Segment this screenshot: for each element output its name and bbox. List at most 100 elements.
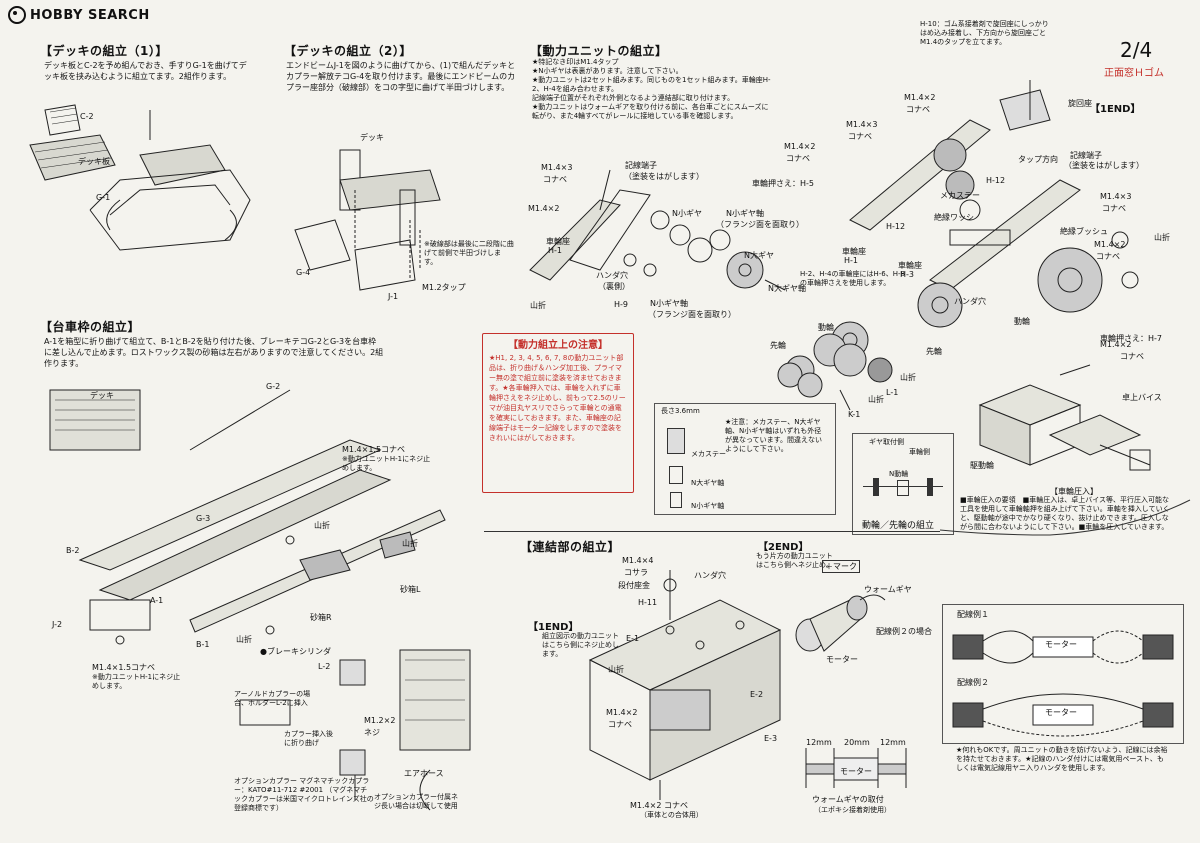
coupler-label-m12x2: M1.2×2: [364, 716, 396, 725]
bogie-label-g2: G-2: [266, 382, 281, 391]
link-end1-note: 組立図示の動力ユニットはこちら側にネジ止めします。: [542, 632, 619, 658]
power-note-4: 記線端子位置がそれぞれ外側となるよう連結部に取り付けます。: [532, 94, 735, 102]
coupler-diagram: [239, 649, 471, 811]
wiring-box: 配線例１ 配線例２ モーター モーター: [942, 604, 1184, 744]
link-label-end2: 【2END】: [758, 542, 809, 553]
deck1-title: 【デッキの組立（1）】: [40, 44, 168, 58]
wheelset-box: ギヤ取付側 車輪側 N動輪: [852, 433, 954, 535]
divider-curve: [939, 499, 1191, 536]
deck1-body: デッキ板とC-2を予め組んでおき、手すりG-1を曲げてデッキ板を挟み込むように組…: [44, 61, 247, 81]
power-label-nojiku: N大ギヤ軸: [768, 284, 806, 293]
power-label-h12b: H-12: [886, 222, 906, 231]
power-label-ura: （裏側）: [598, 282, 630, 291]
collar-note: ★注意：メカステー、N大ギヤ軸、N小ギヤ軸はいずれも外径が異なっています。間違え…: [725, 418, 822, 453]
power-label-mekastay: メカステー: [940, 191, 980, 200]
page-subtitle: 正面窓Ｈゴム: [1104, 68, 1164, 79]
link-label-dantsuki: 段付座金: [618, 581, 650, 590]
link-label-motor: モーター: [826, 655, 858, 664]
coupler-arnold: アーノルドカプラーの場合、ホルダーL-2に挿入: [234, 690, 311, 707]
bogie-title: 【台車枠の組立】: [40, 320, 141, 334]
deck2-label-deck: デッキ: [360, 133, 384, 142]
power-label-yamaori: 山折: [530, 301, 546, 310]
power-label-m14x2-r2: M1.4×2: [784, 142, 816, 151]
wheelset-gear: ギヤ取付側: [869, 438, 904, 446]
power-label-konabe-r2: コナベ: [906, 105, 930, 114]
power-h24-note: H-2、H-4の車輪座にはH-6、H-8の車輪押さえを使用します。: [800, 270, 905, 287]
logo-mark-icon: [8, 6, 26, 24]
link-label-e3: E-3: [764, 734, 778, 743]
deck2-label-g4: G-4: [296, 268, 311, 277]
power-note-1: ★特記なき印はM1.4タップ: [532, 58, 619, 66]
power-label-yamaori-w: 山折: [900, 373, 916, 382]
link-label-kosara: コサラ: [624, 568, 648, 577]
worm-dim-2: 20mm: [844, 738, 870, 747]
power-label-h12: H-12: [986, 176, 1006, 185]
power-label-konabe-r3: コナベ: [786, 154, 810, 163]
bogie-label-a1: A-1: [150, 596, 164, 605]
power-label-end1: 【1END】: [1090, 104, 1141, 115]
power-label-kisen-sub: （塗装をはがします）: [624, 172, 704, 181]
coupler-option: オプションカプラー マグネマチックカプラー：KATO#11-712 #2001 …: [234, 777, 374, 812]
link-motor-diagram: [795, 594, 886, 652]
deck2-title: 【デッキの組立（2）】: [284, 44, 412, 58]
collar-nshogiya-shape: [670, 492, 682, 508]
link-end2-note: もう片方の動力ユニットはこちら側へネジ止め。: [756, 552, 833, 569]
wheelset-caption: 動輪／先輪の組立: [862, 521, 935, 531]
power-label-k1: K-1: [848, 410, 861, 419]
power-label-m14x2-r3: M1.4×2: [1094, 240, 1126, 249]
collar-label-nshogiya: N小ギヤ軸: [691, 502, 725, 510]
power-label-tapdir: タップ方向: [1018, 155, 1058, 164]
deck2-label-tap: M1.2タップ: [422, 283, 466, 292]
link-label-m14x2: M1.4×2: [606, 708, 638, 717]
link-m14x2b-note: （車体との合体用）: [640, 811, 703, 819]
vise-diagram: [978, 364, 1151, 471]
link-label-end1: 【1END】: [528, 622, 579, 633]
power-gomu-note: H-10：ゴム系接着剤で旋回座にしっかりはめ込み接着し、下方向から旋回座ごとM1…: [920, 20, 1049, 46]
press-note: ■車輪圧入の要領 ■車輪圧入は、卓上バイス等、平行圧入可能な工具を使用して車輪軸…: [960, 496, 1170, 531]
worm-dim-3: 12mm: [880, 738, 906, 747]
power-label-sharinza: 車輪座: [546, 237, 570, 246]
wiring-motor-1: モーター: [1045, 640, 1077, 649]
bogie-label-b2: B-2: [66, 546, 80, 555]
power-label-handa: ハンダ穴: [596, 271, 628, 280]
bogie-label-j2: J-2: [52, 620, 63, 629]
bogie-label-m14x15: M1.4×1.5コナベ: [342, 445, 406, 454]
power-label-senkaiza: 旋回座: [1068, 99, 1092, 108]
power-label-konabe-r5: コナベ: [1096, 252, 1120, 261]
caution-body: ★H1, 2, 3, 4, 5, 6, 7, 8の動力ユニット部品は、折り曲げ＆…: [489, 354, 626, 442]
power-title: 【動力ユニットの組立】: [530, 44, 668, 58]
deck2-diagram: [294, 149, 441, 291]
wheelset-gear-shape: [897, 480, 909, 496]
worm-caption: ウォームギヤの取付: [812, 795, 884, 804]
power-label-sharinza-r: 車輪座: [842, 247, 866, 256]
power-label-handa-r: ハンダ穴: [954, 297, 986, 306]
power-label-kisen: 記線端子: [625, 161, 657, 170]
power-label-nshojiku: N小ギヤ軸: [726, 209, 764, 218]
link-diagram: [588, 570, 782, 800]
collar-box: 長さ3.6mm ★注意：メカステー、N大ギヤ軸、N小ギヤ軸はいずれも外径が異なっ…: [654, 403, 836, 515]
deck1-diagram: [29, 104, 251, 251]
coupler-label-air: エアホース: [404, 769, 444, 778]
link-label-yamaori: 山折: [608, 665, 624, 674]
link-label-e1: E-1: [626, 634, 640, 643]
deck1-label-g1: G-1: [96, 193, 111, 202]
power-label-h1: H-1: [548, 246, 562, 255]
power-label-m14x2-r: M1.4×2: [904, 93, 936, 102]
section-divider: [484, 531, 940, 532]
worm-dim-1: 12mm: [806, 738, 832, 747]
bogie-m14x15-note: ※動力ユニットH-1にネジ止めします。: [342, 455, 431, 472]
power-label-h5: 車輪押さえ：H-5: [752, 179, 814, 188]
power-label-kisen-sub-r: （塗装をはがします）: [1064, 161, 1144, 170]
caution-box: 【動力組立上の注意】 ★H1, 2, 3, 4, 5, 6, 7, 8の動力ユニ…: [482, 333, 634, 493]
link-label-wiring2: 配線例２の場合: [876, 627, 932, 636]
bogie-label-sunabako-r: 砂箱R: [310, 613, 332, 622]
power-label-konabe-r6: コナベ: [1120, 352, 1144, 361]
power-notes: ★特記なき印はM1.4タップ ★N小ギヤは表裏があります。注意して下さい。 ★動…: [532, 58, 772, 121]
power-label-dorin: 動輪: [818, 323, 834, 332]
wheelset-wheel-left: [873, 478, 879, 496]
link-label-m14x2b: M1.4×2 コナベ: [630, 801, 688, 810]
link-label-plus: ＋マーク: [822, 560, 860, 573]
deck2-label-j1: J-1: [388, 292, 399, 301]
power-note-5: ★動力ユニットはウォームギアを取り付ける前に、各台車ごとにスムーズに転がり、また…: [532, 103, 769, 120]
link-label-h11: H-11: [638, 598, 658, 607]
